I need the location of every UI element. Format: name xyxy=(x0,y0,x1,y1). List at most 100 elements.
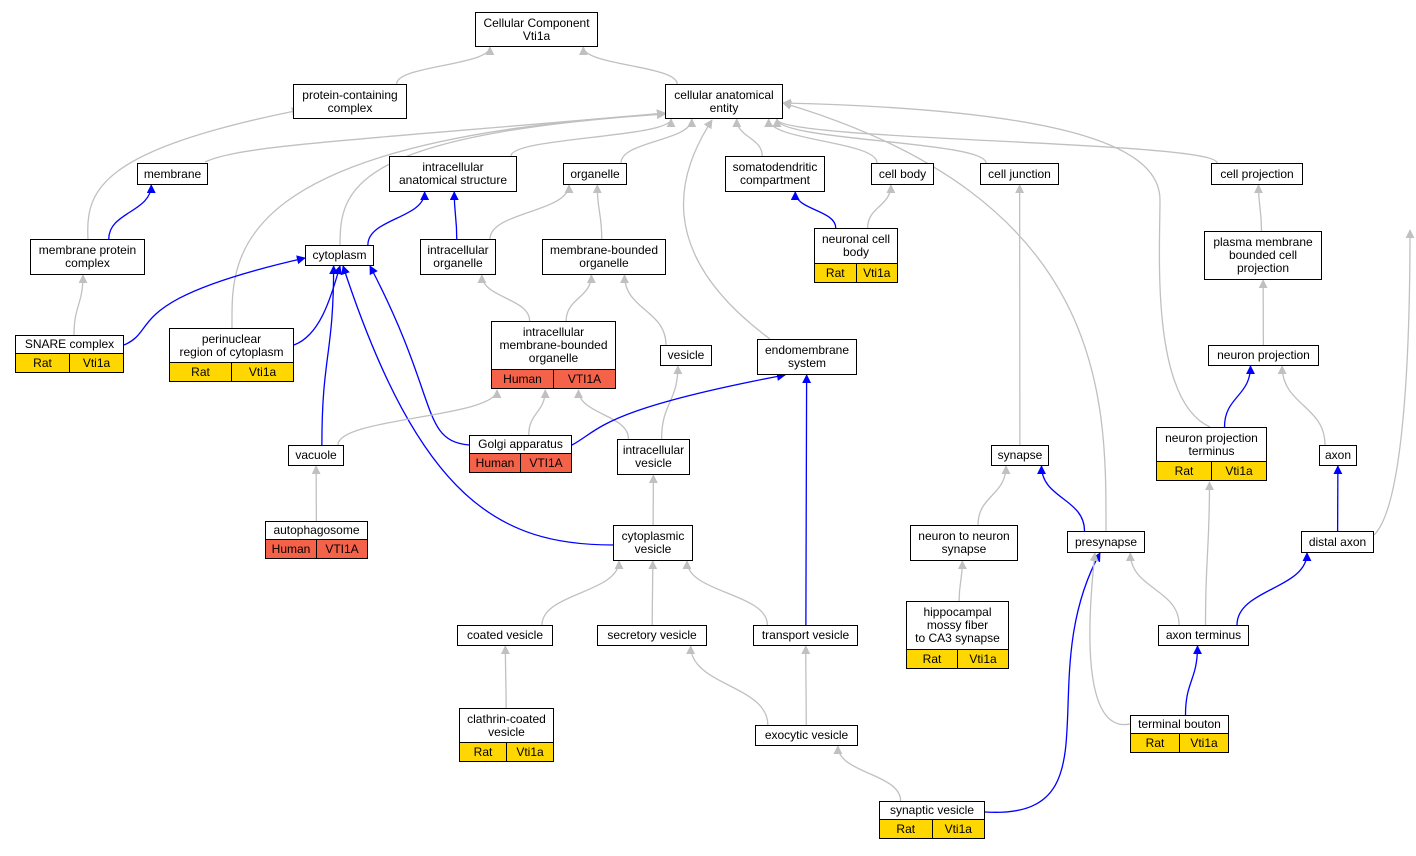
species-cell: Human xyxy=(271,541,311,556)
edge-golgi-to-endomembrane xyxy=(571,372,786,446)
node-vesicle[interactable]: vesicle xyxy=(660,345,712,366)
edge-exocytic-to-transport xyxy=(801,645,811,726)
edge-axon-to-neuronprojection xyxy=(1277,365,1326,446)
edge-cae-to-cc xyxy=(578,46,678,85)
node-membrane[interactable]: membrane xyxy=(137,163,208,185)
node-organelle[interactable]: organelle xyxy=(563,163,627,185)
edge-snare-to-cytoplasm xyxy=(123,255,306,346)
node-vacuole[interactable]: vacuole xyxy=(288,445,344,466)
node-label: protein-containing complex xyxy=(302,87,398,115)
species-cell: Rat xyxy=(191,364,210,379)
gene-cell: Vti1a xyxy=(855,264,898,282)
node-cc[interactable]: Cellular Component Vti1a xyxy=(475,12,598,47)
annotation-row: Rat Vti1a xyxy=(16,353,123,372)
species-cell: Rat xyxy=(33,355,52,370)
edge-golgi-to-cytoplasm xyxy=(369,265,470,446)
edge-ncb-to-sdc xyxy=(790,191,837,229)
node-cae[interactable]: cellular anatomical entity xyxy=(665,84,783,119)
node-coated[interactable]: coated vesicle xyxy=(457,625,553,646)
node-neuronprojection[interactable]: neuron projection xyxy=(1208,345,1319,366)
gene-cell: VTI1A xyxy=(520,454,571,472)
node-cytoplasm[interactable]: cytoplasm xyxy=(305,245,374,266)
node-imbo[interactable]: intracellular membrane-bounded organelle… xyxy=(491,321,616,389)
node-presynapse[interactable]: presynapse xyxy=(1067,531,1145,553)
node-label: neuronal cell body xyxy=(821,232,891,259)
edge-perinuclear-to-cytoplasm xyxy=(293,265,343,346)
node-pcc[interactable]: protein-containing complex xyxy=(293,84,407,119)
node-cellbody[interactable]: cell body xyxy=(871,163,934,185)
node-ias[interactable]: intracellular anatomical structure xyxy=(389,156,517,192)
node-label: clathrin-coated vesicle xyxy=(467,711,546,739)
node-label: vacuole xyxy=(295,448,337,462)
node-label: transport vesicle xyxy=(761,628,850,642)
node-label: exocytic vesicle xyxy=(764,728,849,742)
node-iv[interactable]: intracellular vesicle xyxy=(617,439,690,475)
edge-pcc-to-cc xyxy=(395,46,495,85)
node-label: cytoplasmic vesicle xyxy=(621,529,685,556)
node-cv[interactable]: cytoplasmic vesicle xyxy=(613,525,693,561)
species-cell: Rat xyxy=(1145,735,1165,750)
annotation-row: Rat Vti1a xyxy=(907,649,1008,668)
node-mpc[interactable]: membrane protein complex xyxy=(30,239,145,275)
edge-npt-to-cae xyxy=(782,98,1211,428)
node-n2n[interactable]: neuron to neuron synapse xyxy=(910,525,1018,561)
node-label: presynapse xyxy=(1074,534,1138,549)
edge-golgi-to-imbo xyxy=(528,389,550,436)
gene-cell: VTI1A xyxy=(553,370,615,388)
edge-pmbcp-to-cellprojection xyxy=(1254,184,1264,232)
node-label: somatodendritic compartment xyxy=(732,160,818,187)
node-axonterminus[interactable]: axon terminus xyxy=(1158,625,1249,646)
node-transport[interactable]: transport vesicle xyxy=(753,625,858,646)
node-io[interactable]: intracellular organelle xyxy=(420,239,496,275)
node-label: autophagosome xyxy=(273,523,360,537)
edge-presynapse-to-synapse xyxy=(1037,465,1086,532)
node-label: cell projection xyxy=(1220,166,1294,181)
node-label: perinuclear region of cytoplasm xyxy=(179,331,284,359)
node-endomembrane[interactable]: endomembrane system xyxy=(757,339,857,375)
node-synapse[interactable]: synapse xyxy=(991,445,1049,466)
node-label: endomembrane system xyxy=(764,343,850,370)
species-cell: Rat xyxy=(922,651,942,666)
node-secretory[interactable]: secretory vesicle xyxy=(597,625,707,646)
node-cellprojection[interactable]: cell projection xyxy=(1211,163,1303,185)
node-axon[interactable]: axon xyxy=(1319,445,1357,466)
gene-cell: Vti1a xyxy=(957,650,1008,668)
edge-io-to-organelle xyxy=(489,184,574,240)
node-label: axon xyxy=(1324,448,1352,462)
node-sdc[interactable]: somatodendritic compartment xyxy=(725,156,825,192)
edge-mpc-to-membrane xyxy=(108,184,156,240)
gene-cell: Vti1a xyxy=(69,354,123,372)
species-cell: Human xyxy=(475,455,515,470)
node-distalaxon[interactable]: distal axon xyxy=(1301,531,1374,553)
edge-transport-to-cv xyxy=(682,560,769,626)
node-label: axon terminus xyxy=(1165,628,1242,642)
node-label: coated vesicle xyxy=(466,628,544,642)
edge-bouton-to-axonterminus xyxy=(1184,645,1202,716)
edge-cellprojection-to-cae xyxy=(772,118,1218,164)
node-exocytic[interactable]: exocytic vesicle xyxy=(755,725,858,746)
edge-axonterminus-to-npt xyxy=(1204,481,1214,626)
gene-cell: Vti1a xyxy=(1211,462,1266,480)
node-pmbcp[interactable]: plasma membrane bounded cell projection xyxy=(1204,231,1322,280)
node-mbo[interactable]: membrane-bounded organelle xyxy=(542,239,666,275)
edge-exocytic-to-secretory xyxy=(686,645,769,726)
node-celljunction[interactable]: cell junction xyxy=(980,163,1059,185)
edge-imbo-to-io xyxy=(477,274,531,322)
edge-cytoplasm-to-ias xyxy=(367,191,430,246)
node-label: cell junction xyxy=(988,166,1051,181)
